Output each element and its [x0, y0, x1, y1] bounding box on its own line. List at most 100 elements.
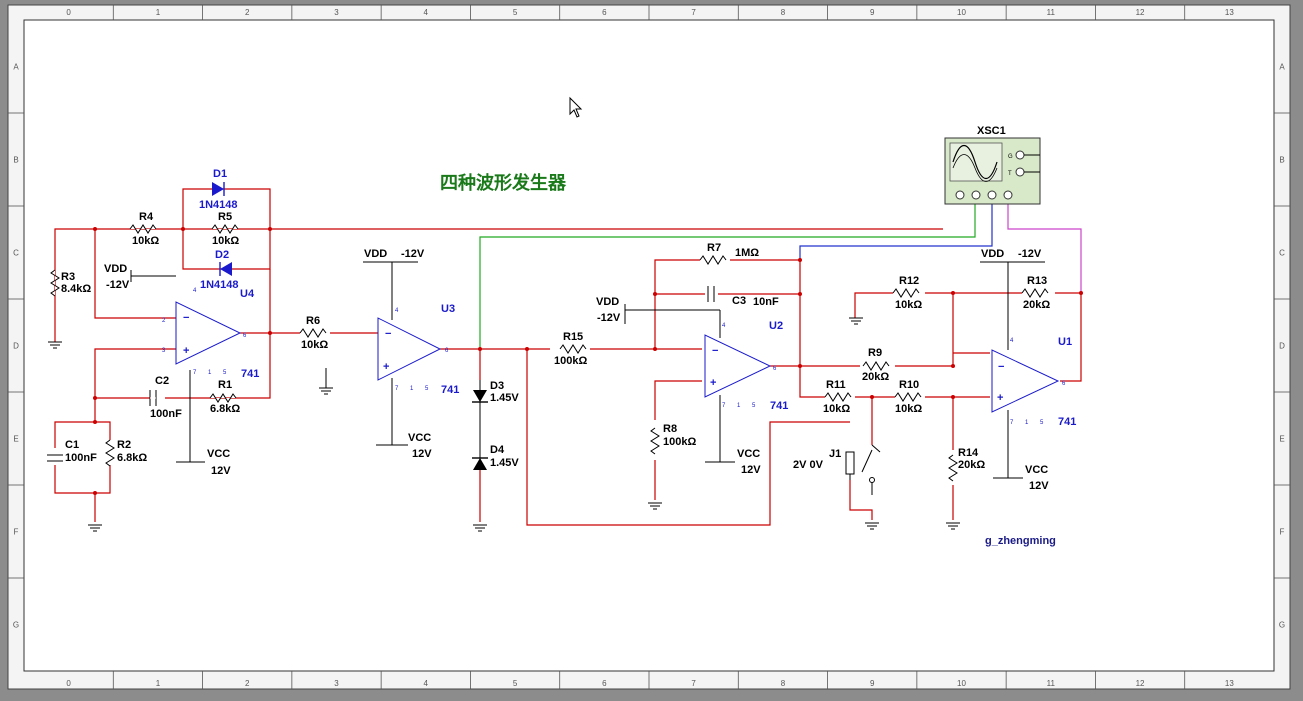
r5-label: R5 [218, 211, 232, 223]
r4-label: R4 [139, 211, 154, 223]
svg-text:+: + [710, 377, 716, 389]
ruler-col-label: 1 [156, 8, 161, 17]
labels-u4: D1 1N4148 D2 1N4148 R4 10kΩ R5 10kΩ R3 8… [61, 168, 259, 477]
resistor-r5-icon [211, 224, 239, 234]
d2-label: D2 [215, 249, 229, 261]
r9-value: 20kΩ [862, 371, 889, 383]
ground-icons [48, 317, 960, 532]
switch-j1-icon [845, 451, 855, 475]
r4-value: 10kΩ [132, 235, 159, 247]
labels-u2: R7 1MΩ C3 10nF VDD -12V U2 741 R8 100kΩ … [596, 242, 788, 476]
ruler-col-label: 12 [1136, 679, 1145, 688]
r8-label: R8 [663, 423, 677, 435]
circuit-title: 四种波形发生器 [440, 172, 567, 194]
zener-d4-icon [473, 458, 487, 470]
ruler-row-label: F [14, 528, 19, 537]
u3-name: U3 [441, 303, 455, 315]
r8-value: 100kΩ [663, 436, 696, 448]
ruler-col-label: 9 [870, 679, 875, 688]
diode-d2-icon [220, 262, 232, 276]
ruler-col-label: 3 [334, 679, 339, 688]
u4-model: 741 [241, 368, 259, 380]
wire-blue [799, 200, 993, 260]
u1-vcc-label: VCC [1025, 464, 1048, 476]
svg-text:T: T [1008, 171, 1012, 177]
svg-text:G: G [1008, 154, 1013, 160]
ruler-col-label: 8 [781, 679, 786, 688]
ruler-row-label: F [1280, 528, 1285, 537]
ruler-col-label: 5 [513, 8, 518, 17]
resistor-r4-icon [129, 224, 157, 234]
u2-vcc-value: 12V [741, 464, 761, 476]
resistor-r1-icon [209, 393, 237, 403]
u2-model: 741 [770, 400, 788, 412]
resistor-r3-icon [50, 269, 60, 297]
c2-label: C2 [155, 375, 169, 387]
svg-text:6: 6 [773, 366, 777, 372]
resistor-r10-icon [894, 392, 922, 402]
r1-value: 6.8kΩ [210, 403, 240, 415]
u3-vdd-label: VDD [364, 248, 387, 260]
ruler-col-label: 10 [957, 679, 966, 688]
d4-label: D4 [490, 444, 505, 456]
d3-label: D3 [490, 380, 504, 392]
r7-label: R7 [707, 242, 721, 254]
ruler-col-label: 11 [1047, 679, 1056, 688]
mouse-cursor-icon [569, 96, 583, 118]
svg-text:5: 5 [752, 403, 756, 409]
opamp-u1-icon [991, 349, 1060, 413]
ruler-col-label: 2 [245, 679, 250, 688]
svg-text:4: 4 [1010, 338, 1014, 344]
diodes [212, 182, 488, 470]
labels-u3: VDD -12V R6 10kΩ U3 741 VCC 12V D3 1.45V… [301, 248, 587, 469]
j1-label: J1 [829, 448, 841, 460]
c2-value: 100nF [150, 408, 182, 420]
ruler-col-label: 13 [1225, 679, 1234, 688]
r2-label: R2 [117, 439, 131, 451]
svg-text:7: 7 [722, 403, 726, 409]
ruler-col-label: 4 [424, 8, 429, 17]
r12-value: 10kΩ [895, 299, 922, 311]
opamp-u2-icon [704, 334, 772, 398]
r11-value: 10kΩ [823, 403, 850, 415]
u4-vcc-label: VCC [207, 448, 230, 460]
drawing-area [23, 19, 1275, 672]
oscilloscope-label: XSC1 [977, 125, 1006, 137]
ruler-row-label: C [13, 249, 19, 258]
ruler-col-label: 11 [1047, 8, 1056, 17]
u2-vdd-value: -12V [597, 312, 621, 324]
d1-model: 1N4148 [199, 199, 238, 211]
svg-text:7: 7 [1010, 420, 1014, 426]
u3-model: 741 [441, 384, 459, 396]
ruler-col-label: 3 [334, 8, 339, 17]
svg-text:5: 5 [223, 370, 227, 376]
ruler-col-label: 6 [602, 679, 607, 688]
j1-value: 2V 0V [793, 459, 824, 471]
sine-wave-icon [952, 144, 998, 180]
u4-vdd-label: VDD [104, 263, 127, 275]
r12-label: R12 [899, 275, 919, 287]
c1-label: C1 [65, 439, 79, 451]
svg-text:7: 7 [395, 386, 399, 392]
r14-label: R14 [958, 447, 979, 459]
r10-value: 10kΩ [895, 403, 922, 415]
junctions [93, 227, 1083, 495]
ruler-row-label: A [1279, 63, 1285, 72]
resistor-r6-icon [299, 328, 327, 338]
r2-value: 6.8kΩ [117, 452, 147, 464]
ruler-col-label: 10 [957, 8, 966, 17]
u3-vcc-label: VCC [408, 432, 431, 444]
ruler-col-label: 7 [691, 8, 696, 17]
r1-label: R1 [218, 379, 232, 391]
resistor-r13-icon [1021, 288, 1049, 298]
u3-vcc-value: 12V [412, 448, 432, 460]
c3-label: C3 [732, 295, 746, 307]
r6-value: 10kΩ [301, 339, 328, 351]
svg-text:1: 1 [1025, 420, 1029, 426]
ruler-col-label: 9 [870, 8, 875, 17]
oscilloscope-xsc1[interactable]: G T XSC1 [944, 125, 1041, 205]
opamp-u4-icon [175, 301, 242, 365]
ruler-row-label: C [1279, 249, 1285, 258]
